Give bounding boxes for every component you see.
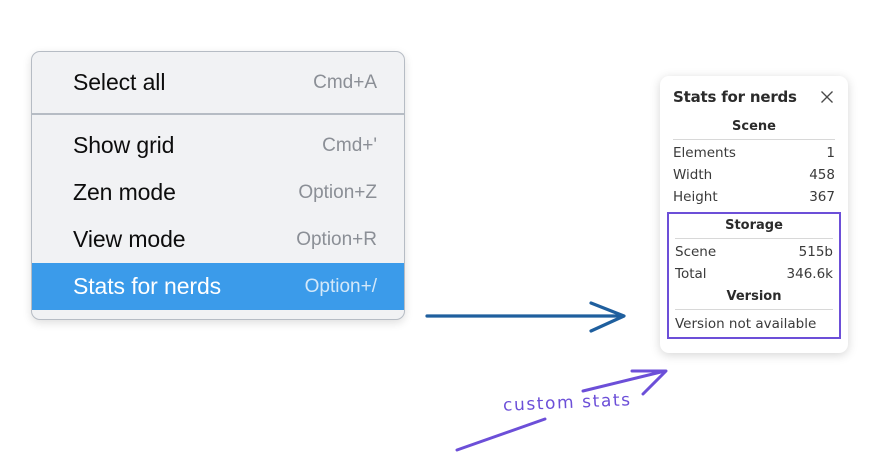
stat-value: 1 [826,145,835,161]
menu-item-show-grid[interactable]: Show grid Cmd+' [32,122,404,169]
menu-item-label: Stats for nerds [73,273,222,299]
divider [673,139,835,140]
menu-item-zen-mode[interactable]: Zen mode Option+Z [32,169,404,216]
stat-value: 346.6k [786,266,833,282]
storage-section-heading: Storage [725,218,783,233]
menu-item-select-all[interactable]: Select all Cmd+A [32,59,404,106]
menu-item-view-mode[interactable]: View mode Option+R [32,216,404,263]
version-section-heading: Version [726,289,782,304]
stat-value: 458 [809,167,835,183]
close-icon[interactable] [819,89,835,105]
stat-row: Width 458 [673,164,835,186]
scene-section-heading: Scene [732,119,776,134]
annotation-label-custom-stats: custom stats [502,390,633,416]
stat-label: Total [675,266,707,282]
context-menu: Select all Cmd+A Show grid Cmd+' Zen mod… [31,51,405,320]
menu-item-stats-for-nerds[interactable]: Stats for nerds Option+/ [32,263,404,310]
stat-label: Width [673,167,713,183]
stat-row: Height 367 [673,186,835,208]
menu-item-label: Select all [73,69,166,95]
blue-arrow-icon [425,301,626,333]
stats-panel-header: Stats for nerds [673,88,835,106]
menu-item-label: Zen mode [73,179,176,205]
menu-item-label: Show grid [73,132,175,158]
menu-item-shortcut: Option+R [296,228,377,250]
menu-group-1: Select all Cmd+A [32,59,404,106]
menu-item-shortcut: Option+Z [298,181,377,203]
menu-item-shortcut: Option+/ [304,275,377,297]
stat-row: Elements 1 [673,142,835,164]
stat-label: Scene [675,244,717,260]
stat-label: Height [673,189,718,205]
stats-panel-title: Stats for nerds [673,88,797,106]
divider [675,309,833,310]
purple-underline-stroke [455,417,547,452]
menu-group-2: Show grid Cmd+' Zen mode Option+Z View m… [32,122,404,310]
menu-item-label: View mode [73,226,186,252]
stat-row: Scene 515b [675,241,833,263]
version-text: Version not available [675,316,817,332]
stat-label: Elements [673,145,736,161]
menu-item-shortcut: Cmd+A [313,71,377,93]
stat-value: 515b [798,244,833,260]
stat-row: Total 346.6k [675,263,833,285]
custom-stats-highlight-box: Storage Scene 515b Total 346.6k Version … [667,212,841,339]
menu-separator [32,113,404,115]
stats-for-nerds-panel: Stats for nerds Scene Elements 1 Width 4… [660,76,848,353]
stat-value: 367 [809,189,835,205]
divider [675,238,833,239]
menu-item-shortcut: Cmd+' [322,134,377,156]
